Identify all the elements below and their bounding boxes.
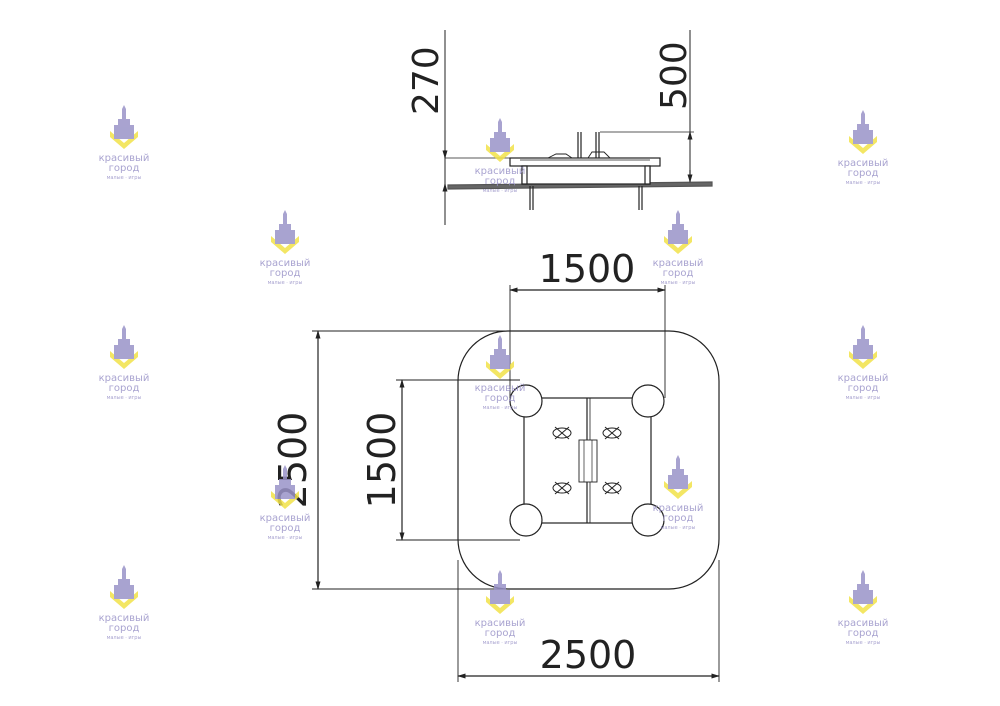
svg-text:город: город — [485, 176, 516, 187]
seat-bottom-right — [631, 503, 665, 537]
svg-text:город: город — [109, 383, 140, 394]
figure-top-right — [602, 426, 622, 440]
figure-bottom-right — [602, 481, 622, 495]
svg-text:город: город — [663, 513, 694, 524]
svg-text:малые · игры: малые · игры — [107, 635, 142, 641]
svg-text:малые · игры: малые · игры — [483, 640, 518, 646]
watermark-text: красивый — [99, 153, 150, 164]
seat-top-left — [509, 384, 543, 418]
svg-text:малые · игры: малые · игры — [483, 188, 518, 194]
watermark-text: красивый — [99, 373, 150, 384]
svg-text:город: город — [663, 268, 694, 279]
svg-text:малые · игры: малые · игры — [483, 405, 518, 411]
dim-1500-top-label: 1500 — [539, 247, 636, 291]
watermark-text: красивый — [838, 618, 889, 629]
watermark-text: красивый — [260, 258, 311, 269]
figure-bottom-left — [552, 481, 572, 495]
seat-bottom-left — [509, 503, 543, 537]
table-top — [509, 157, 661, 167]
watermark-text: красивый — [260, 513, 311, 524]
watermark-text: красивый — [653, 258, 704, 269]
svg-text:малые · игры: малые · игры — [846, 640, 881, 646]
svg-text:город: город — [109, 163, 140, 174]
svg-text:город: город — [270, 523, 301, 534]
watermark-text: красивый — [475, 383, 526, 394]
svg-text:город: город — [848, 628, 879, 639]
svg-text:город: город — [848, 168, 879, 179]
dim-500-label: 500 — [654, 41, 695, 110]
dim-1500-left-label: 1500 — [360, 412, 404, 509]
top-fixtures — [547, 151, 611, 159]
svg-text:город: город — [485, 393, 516, 404]
table-body — [521, 165, 651, 185]
watermark-text: красивый — [653, 503, 704, 514]
dim-270-label: 270 — [406, 46, 447, 115]
watermark-text: красивый — [838, 373, 889, 384]
seat-top-right — [631, 384, 665, 418]
svg-text:малые · игры: малые · игры — [846, 395, 881, 401]
svg-text:малые · игры: малые · игры — [107, 395, 142, 401]
figure-top-left — [552, 426, 572, 440]
svg-text:малые · игры: малые · игры — [268, 280, 303, 286]
svg-text:малые · игры: малые · игры — [661, 280, 696, 286]
center-bar — [578, 439, 598, 483]
plan-view — [312, 285, 720, 682]
svg-text:город: город — [485, 628, 516, 639]
watermark-text: красивый — [475, 618, 526, 629]
watermark-text: красивый — [99, 613, 150, 624]
svg-text:малые · игры: малые · игры — [268, 535, 303, 541]
watermark-text: красивый — [475, 166, 526, 177]
svg-text:малые · игры: малые · игры — [661, 525, 696, 531]
dim-2500-bottom-label: 2500 — [540, 633, 637, 677]
side-elevation — [442, 30, 713, 225]
svg-text:город: город — [109, 623, 140, 634]
svg-text:малые · игры: малые · игры — [846, 180, 881, 186]
svg-text:малые · игры: малые · игры — [107, 175, 142, 181]
svg-text:город: город — [848, 383, 879, 394]
watermark-text: красивый — [838, 158, 889, 169]
svg-text:город: город — [270, 268, 301, 279]
